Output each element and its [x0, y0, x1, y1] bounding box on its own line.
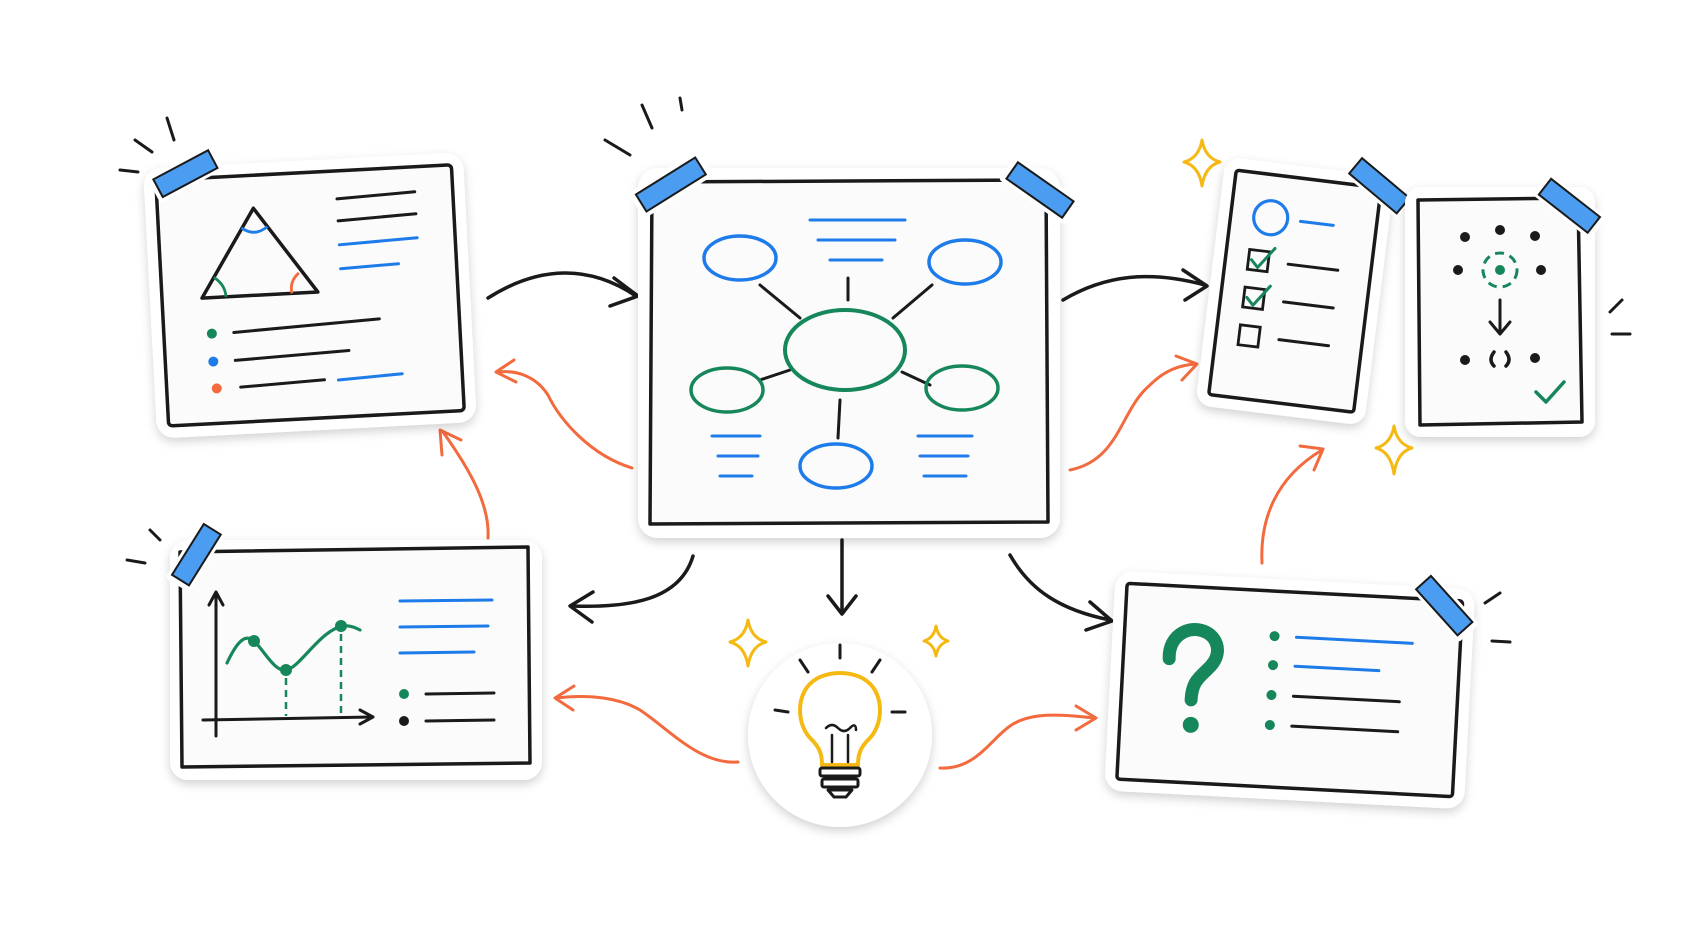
motion-marks	[125, 528, 162, 565]
arrow-mindmap-to-graph-head	[568, 590, 595, 624]
arrow-mindmap-to-geometry-orange-head	[494, 358, 518, 384]
triangle-icon	[200, 206, 320, 300]
checklist-card	[1197, 158, 1393, 424]
tape-strip	[1532, 173, 1606, 239]
arrow-mindmap-to-checklist-head	[1181, 268, 1209, 302]
mindmap-card	[638, 168, 1060, 538]
arrow-mindmap-to-geometry-orange	[495, 370, 634, 470]
motion-marks	[1483, 591, 1512, 644]
connectors	[438, 268, 1325, 770]
question-card	[1105, 571, 1475, 809]
arrow-mindmap-to-checklist	[1061, 274, 1207, 302]
arrow-mindmap-to-graph	[570, 554, 695, 609]
geometry-card	[144, 153, 476, 438]
arrow-mindmap-to-question-head	[1084, 600, 1114, 632]
arrow-geometry-to-mindmap	[486, 271, 638, 300]
bullet-list	[206, 317, 404, 394]
tape-strip	[999, 155, 1081, 225]
line-graph-icon	[201, 590, 375, 738]
motion-marks	[603, 96, 684, 157]
lightbulb	[748, 643, 932, 827]
arrow-question-to-checklist-orange-head	[1298, 444, 1325, 472]
arrow-mindmap-to-lightbulb-head	[826, 594, 858, 616]
arrow-mindmap-to-checklist-orange-head	[1174, 354, 1199, 382]
arrow-question-to-checklist-orange	[1260, 448, 1324, 565]
tape-strip	[166, 517, 227, 592]
bullet-list	[399, 689, 496, 726]
arrow-graph-to-geometry-orange	[441, 430, 490, 540]
arrow-lightbulb-to-graph-orange	[554, 695, 740, 764]
mind-map-icon	[689, 234, 1003, 490]
tape-strip	[1343, 152, 1416, 220]
lightbulb-icon	[798, 671, 882, 799]
checklist-icon	[1236, 199, 1340, 349]
arrow-mindmap-to-question	[1008, 553, 1112, 622]
bullet-list	[1264, 631, 1414, 734]
graph-card	[170, 540, 542, 780]
motion-marks	[118, 116, 176, 174]
sparkle-icon	[1182, 138, 1222, 188]
text-lines	[398, 598, 494, 655]
dot-pattern-icon	[1453, 225, 1566, 404]
sparkle-icon	[728, 618, 768, 668]
tape-strip	[148, 145, 223, 202]
text-lines	[710, 218, 974, 478]
question-mark-icon	[1162, 622, 1224, 733]
arrow-graph-to-geometry-orange-head	[438, 428, 463, 457]
arrow-lightbulb-to-question-orange	[938, 713, 1096, 770]
light-rays	[773, 643, 907, 714]
arrow-mindmap-to-checklist-orange	[1068, 362, 1198, 472]
sparkle-icon	[922, 624, 950, 658]
sparkles	[728, 138, 1414, 668]
text-lines	[335, 190, 419, 271]
sparkle-icon	[1374, 424, 1414, 476]
arrow-lightbulb-to-graph-orange-head	[553, 684, 576, 712]
tape-strip	[629, 151, 713, 218]
arrow-lightbulb-to-question-orange-head	[1074, 704, 1098, 732]
motion-marks	[1608, 298, 1632, 336]
pattern-card	[1405, 187, 1595, 437]
tape-strip	[1410, 570, 1479, 642]
